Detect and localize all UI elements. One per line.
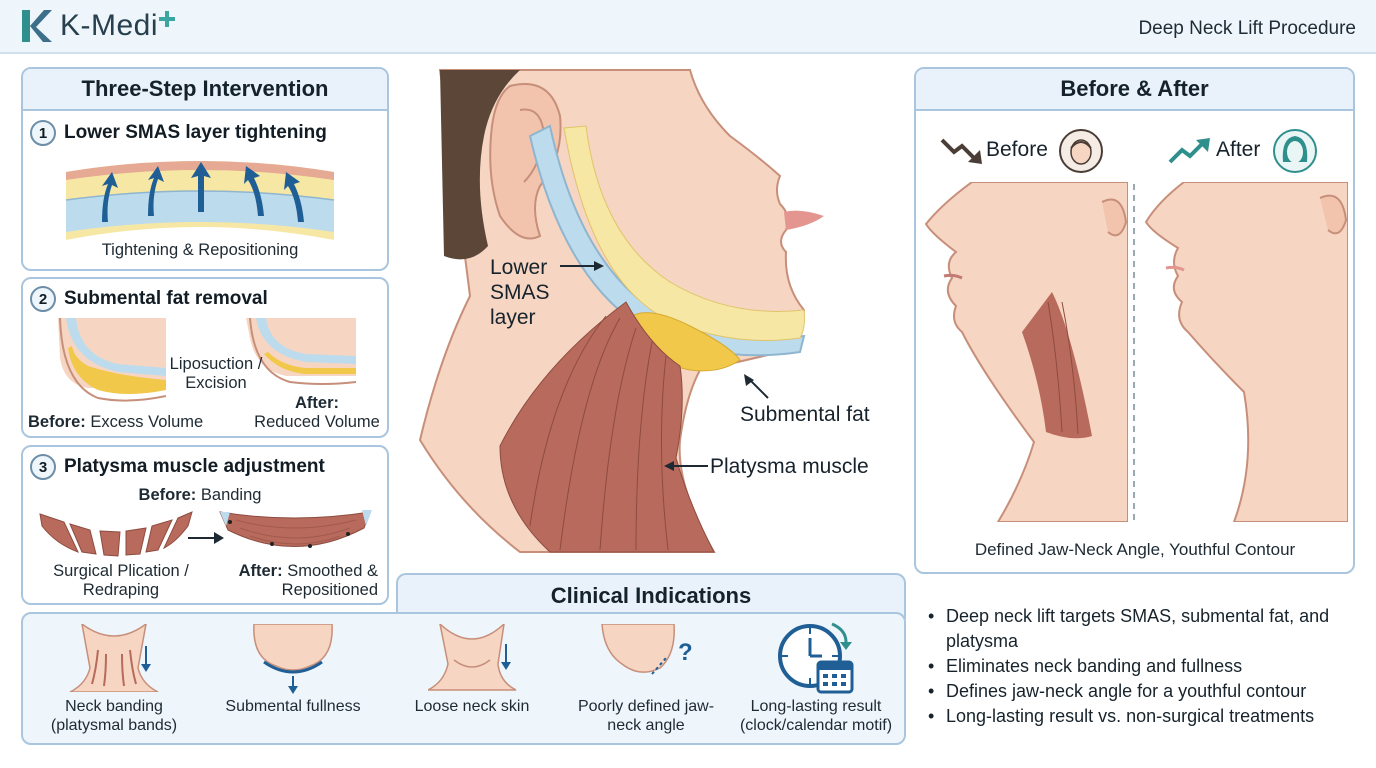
bullet-item: Long-lasting result vs. non-surgical tre… [928, 704, 1368, 729]
before-after-caption: Defined Jaw-Neck Angle, Youthful Contour [974, 540, 1296, 559]
before-heading: Before [986, 138, 1048, 161]
logo[interactable]: K-Medi [18, 6, 176, 46]
smas-tightening-illustration [65, 161, 335, 240]
step-3-before-caption: Before: Banding [130, 486, 270, 505]
loose-skin-icon [428, 624, 517, 691]
step-2-number: 2 [30, 286, 56, 312]
after-heading: After [1216, 138, 1261, 161]
three-step-title: Three-Step Intervention [23, 69, 387, 111]
indication-5-label: Long-lasting result (clock/calendar moti… [739, 698, 893, 734]
step-3-before-text: Banding [200, 486, 262, 504]
young-face-icon [1273, 129, 1317, 173]
k-medi-logo-icon [22, 10, 52, 42]
step-3-left-caption: Surgical Plication / Redraping [53, 562, 189, 599]
step-1-label: Lower SMAS layer tightening [64, 122, 327, 143]
step-2-before-text: Excess Volume [90, 413, 204, 431]
step-2-title: 2 Submental fat removal [30, 286, 268, 312]
step-1-caption: Tightening & Repositioning [101, 241, 299, 259]
clinical-title-tab: Clinical Indications [396, 573, 906, 619]
submental-fat-label: Submental fat [740, 403, 870, 426]
neck-banding-icon [69, 624, 159, 692]
fat-before-illustration [58, 318, 166, 406]
bullet-item: Eliminates neck banding and fullness [928, 654, 1368, 679]
neck-anatomy-illustration [418, 69, 824, 553]
bullet-item: Deep neck lift targets SMAS, submental f… [928, 604, 1368, 654]
step-2-before-caption: Before: Excess Volume [28, 413, 203, 432]
platysma-smoothed-illustration [219, 510, 372, 548]
trend-down-icon [940, 138, 982, 164]
step-2-label: Submental fat removal [64, 288, 268, 309]
indication-1-label: Neck banding (platysmal bands) [50, 698, 178, 734]
summary-bullets: Deep neck lift targets SMAS, submental f… [928, 604, 1368, 729]
before-after-divider [1133, 184, 1135, 520]
after-profile-illustration [1144, 182, 1348, 522]
platysma-banding-illustration [38, 511, 194, 557]
step-1-number: 1 [30, 120, 56, 146]
step-2-after-text: Reduced Volume [254, 413, 380, 431]
brand-name: K-Medi [60, 9, 159, 42]
plus-icon [159, 11, 176, 27]
step-3-after-caption: After: Smoothed & Repositioned [228, 562, 378, 600]
indication-4-label: Poorly defined jaw-neck angle [577, 698, 715, 734]
bullet-item: Defines jaw-neck angle for a youthful co… [928, 679, 1368, 704]
clock-calendar-icon [778, 622, 854, 694]
step-3-label: Platysma muscle adjustment [64, 456, 325, 477]
indication-2-label: Submental fullness [225, 698, 361, 715]
header-bar: K-Medi Deep Neck Lift Procedure [0, 0, 1376, 54]
before-profile-illustration [924, 182, 1128, 522]
right-arrow-icon [188, 532, 224, 544]
trend-up-icon [1168, 138, 1210, 164]
step-3-before-label: Before: [138, 486, 197, 504]
jaw-angle-icon: ? [601, 624, 693, 675]
step-2-after-label: After: [295, 394, 339, 412]
step-2-middle-caption: Liposuction / Excision [169, 355, 263, 392]
before-after-title: Before & After [916, 69, 1353, 111]
smas-label: Lower SMAS layer [490, 256, 550, 329]
step-2-before-label: Before: [28, 413, 86, 431]
step-3-number: 3 [30, 454, 56, 480]
step-3-after-text: Smoothed & Repositioned [281, 562, 378, 599]
step-2-after-caption: After: Reduced Volume [250, 394, 384, 432]
older-face-icon [1059, 129, 1103, 173]
platysma-label: Platysma muscle [710, 455, 869, 478]
page-title: Deep Neck Lift Procedure [1138, 18, 1356, 39]
submental-fullness-icon [253, 624, 333, 694]
step-3-after-label: After: [238, 562, 283, 580]
step-3-title: 3 Platysma muscle adjustment [30, 454, 325, 480]
fat-after-illustration [246, 318, 356, 385]
indication-3-label: Loose neck skin [414, 698, 530, 715]
step-1-title: 1 Lower SMAS layer tightening [30, 120, 327, 146]
clinical-title: Clinical Indications [550, 583, 752, 608]
svg-text:?: ? [678, 639, 693, 666]
